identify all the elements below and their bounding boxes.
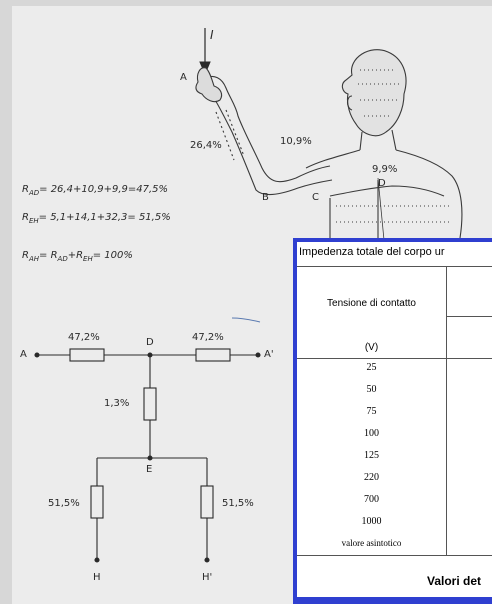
resistor-bottom-left-value: 51,5%: [48, 498, 80, 509]
resistor-bottom-right-value: 51,5%: [222, 498, 254, 509]
impedance-table-window: Impedenza totale del corpo ur Tensione d…: [293, 238, 492, 604]
arm-percent-shoulder: 9,9%: [372, 164, 398, 175]
table-row: 75: [366, 406, 377, 417]
header-voltage: Tensione di contatto: [327, 298, 416, 309]
header-unit: (V): [364, 342, 379, 353]
node-h-label: H: [93, 572, 101, 583]
human-figure: [195, 49, 463, 241]
table-footer: Valori det: [427, 574, 482, 588]
arm-percent-upper: 26,4%: [190, 140, 222, 151]
formula-r-eh: REH= 5,1+14,1+32,3= 51,5%: [22, 212, 171, 225]
table-row: 100: [364, 428, 379, 439]
table-column-divider: [446, 266, 447, 556]
table-row: valore asintotico: [341, 538, 402, 548]
node-a-label: A: [20, 349, 27, 360]
table-row: 125: [364, 450, 379, 461]
point-d-label: D: [378, 178, 386, 189]
table-row: 25: [366, 362, 377, 373]
resistor-middle-value: 1,3%: [104, 398, 130, 409]
table-row: 1000: [361, 516, 382, 527]
resistor-bottom-right: [200, 485, 214, 519]
resistor-right-value: 47,2%: [192, 332, 224, 343]
node-a-prime-label: A': [264, 349, 274, 360]
point-c-label: C: [312, 192, 319, 203]
node-h-prime-label: H': [202, 572, 213, 583]
resistor-left: [69, 348, 105, 362]
table-row: 700: [364, 494, 379, 505]
node-e-label: E: [146, 464, 153, 475]
current-arrow: [199, 28, 211, 76]
arm-percent-forearm: 10,9%: [280, 136, 312, 147]
equivalent-circuit: [34, 317, 261, 563]
current-label: I: [210, 28, 214, 42]
formula-r-ah: RAH= RAD+REH= 100%: [22, 250, 133, 263]
resistor-middle: [143, 387, 157, 421]
table-row: 220: [364, 472, 379, 483]
node-d-label: D: [146, 337, 154, 348]
point-b-label: B: [262, 192, 269, 203]
table-subheader-rule: [446, 316, 492, 317]
resistor-bottom-left: [90, 485, 104, 519]
resistor-right: [195, 348, 231, 362]
resistor-left-value: 47,2%: [68, 332, 100, 343]
table-bottom-rule: [297, 555, 492, 556]
table-header-rule: [297, 358, 492, 359]
table-title: Impedenza totale del corpo ur: [299, 246, 445, 258]
impedance-table: Impedenza totale del corpo ur Tensione d…: [297, 242, 492, 597]
table-top-rule: [297, 266, 492, 267]
formula-r-ad: RAD= 26,4+10,9+9,9=47,5%: [22, 184, 169, 197]
table-row: 50: [366, 384, 377, 395]
point-a-label: A: [180, 72, 187, 83]
